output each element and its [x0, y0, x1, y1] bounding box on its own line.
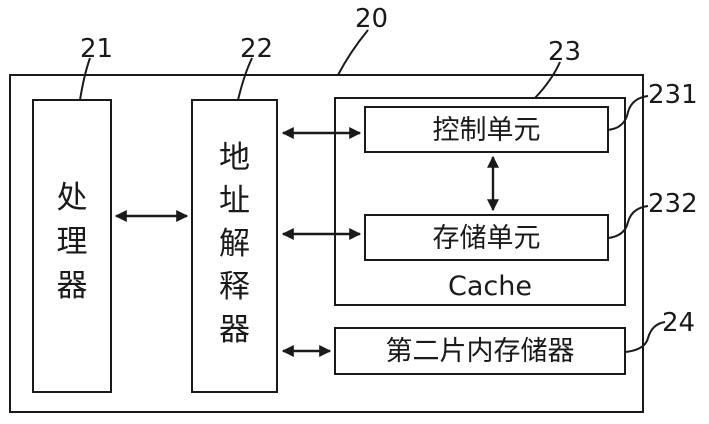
leader-21	[79, 57, 91, 101]
storage-unit-label: 存储单元	[433, 223, 541, 254]
ref-231: 231	[648, 80, 698, 110]
ref-22: 22	[240, 34, 273, 64]
processor-label-char: 处	[57, 180, 88, 216]
leader-22	[237, 57, 253, 101]
control-unit-label: 控制单元	[433, 115, 541, 146]
leader-24	[624, 321, 666, 353]
leader-20	[337, 29, 369, 76]
address-parser-box	[191, 99, 278, 393]
onchip-memory-label: 第二片内存储器	[386, 336, 575, 367]
leader-23	[534, 61, 561, 99]
leader-232	[607, 205, 649, 239]
address-parser-label-char: 解	[219, 226, 250, 262]
ref-24: 24	[662, 308, 695, 338]
storage-unit-box	[364, 214, 609, 261]
processor-label-char: 理	[57, 224, 88, 260]
onchip-memory-box	[334, 327, 626, 375]
ref-21: 21	[80, 34, 113, 64]
cache-label: Cache	[448, 271, 532, 302]
control-unit-box	[364, 106, 609, 153]
address-parser-label-char: 器	[219, 312, 250, 348]
address-parser-label-char: 释	[219, 269, 250, 305]
leader-231	[607, 95, 649, 131]
address-parser-label-char: 地	[219, 140, 250, 176]
ref-232: 232	[648, 189, 698, 219]
address-parser-label-char: 址	[219, 183, 250, 219]
ref-20: 20	[355, 4, 388, 34]
ref-23: 23	[548, 37, 581, 67]
processor-box	[32, 99, 112, 393]
processor-label-char: 器	[57, 268, 88, 304]
